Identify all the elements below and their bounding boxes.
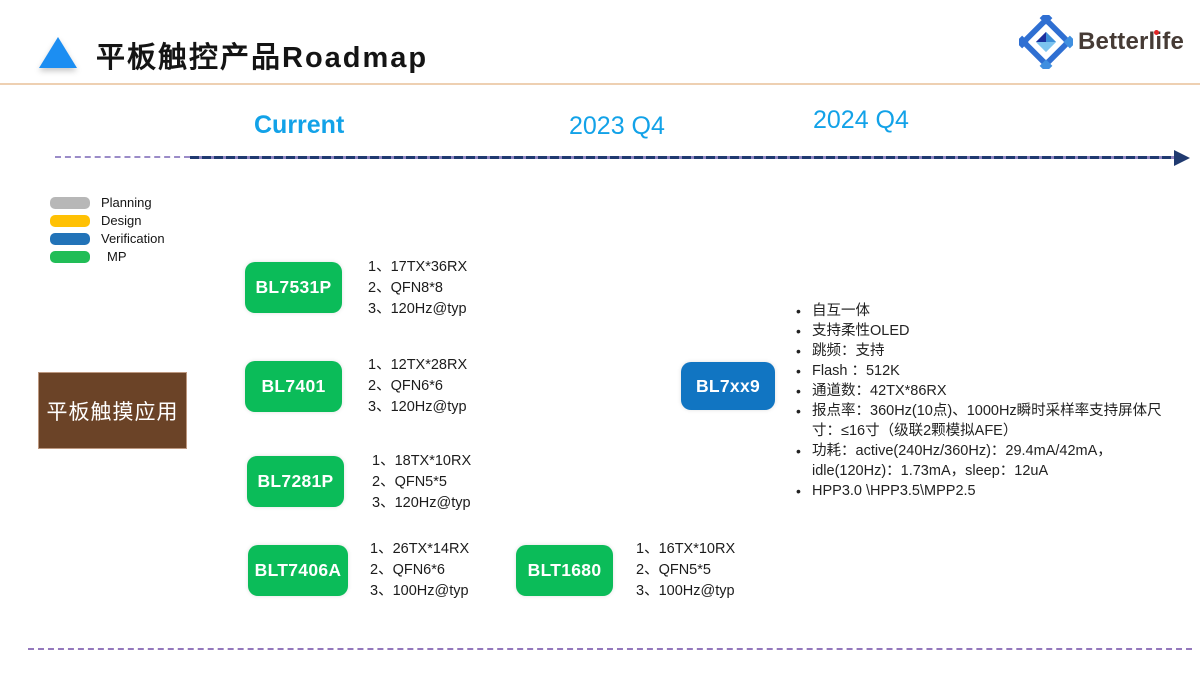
betterlife-logo: Betterlife xyxy=(1019,15,1184,69)
spec-line: 1、18TX*10RX xyxy=(372,453,472,469)
product-chip-blt1680: BLT1680 xyxy=(516,545,613,596)
legend-swatch-design xyxy=(50,214,90,227)
legend-swatch-planning xyxy=(50,196,90,209)
timeline-label-2023q4: 2023 Q4 xyxy=(569,112,665,140)
timeline-axis xyxy=(190,156,1176,159)
spec-line: 1、12TX*28RX xyxy=(368,357,468,373)
feature-item: Flash ：512K xyxy=(793,361,1181,381)
feature-item: 通道数：42TX*86RX xyxy=(793,381,1181,401)
header: 平板触控产品Roadmap Betterlife xyxy=(0,0,1200,85)
product-chip-bl7531p: BL7531P xyxy=(245,262,342,313)
spec-line: 2、QFN5*5 xyxy=(372,474,447,490)
timeline-arrowhead-icon xyxy=(1174,150,1190,166)
legend-item-verification: Verification xyxy=(50,231,165,246)
feature-item: 跳频：支持 xyxy=(793,341,1181,361)
spec-line: 3、100Hz@typ xyxy=(370,583,469,599)
page-title: 平板触控产品Roadmap xyxy=(96,42,429,74)
spec-line: 1、16TX*10RX xyxy=(636,541,736,557)
spec-list-blt1680: 1、16TX*10RX 2、QFN5*5 3、100Hz@typ xyxy=(636,539,735,602)
legend-item-design: Design xyxy=(50,213,165,228)
spec-list-blt7406a: 1、26TX*14RX 2、QFN6*6 3、100Hz@typ xyxy=(370,539,469,602)
legend-label: Planning xyxy=(101,195,152,210)
feature-item: 自互一体 xyxy=(793,301,1181,321)
legend-label: Verification xyxy=(101,231,165,246)
product-chip-bl7xx9: BL7xx9 xyxy=(681,362,775,410)
logo-diamond-icon xyxy=(1019,15,1073,69)
timeline-lead-dashes xyxy=(55,156,190,158)
category-box: 平板触摸应用 xyxy=(38,372,187,449)
spec-list-bl7531p: 1、17TX*36RX 2、QFN8*8 3、120Hz@typ xyxy=(368,257,467,320)
feature-item: HPP3.0 \HPP3.5\MPP2.5 xyxy=(793,481,1181,501)
legend-item-planning: Planning xyxy=(50,195,165,210)
legend-label: MP xyxy=(107,249,127,264)
spec-line: 1、26TX*14RX xyxy=(370,541,470,557)
timeline-label-current: Current xyxy=(254,111,345,139)
spec-line: 3、120Hz@typ xyxy=(368,399,467,415)
spec-line: 3、120Hz@typ xyxy=(368,301,467,317)
spec-line: 2、QFN6*6 xyxy=(368,378,443,394)
legend: Planning Design Verification MP xyxy=(50,195,165,264)
product-chip-bl7401: BL7401 xyxy=(245,361,342,412)
spec-line: 2、QFN5*5 xyxy=(636,562,711,578)
legend-swatch-verification xyxy=(50,232,90,245)
spec-line: 3、100Hz@typ xyxy=(636,583,735,599)
bottom-dashed-divider xyxy=(28,648,1192,650)
legend-swatch-mp xyxy=(50,250,90,263)
feature-list-bl7xx9: 自互一体 支持柔性OLED 跳频：支持 Flash ：512K 通道数：42TX… xyxy=(793,301,1181,501)
feature-item: 支持柔性OLED xyxy=(793,321,1181,341)
product-chip-blt7406a: BLT7406A xyxy=(248,545,348,596)
legend-label: Design xyxy=(101,213,142,228)
logo-text: Betterlife xyxy=(1078,28,1185,55)
category-label: 平板触摸应用 xyxy=(46,400,179,424)
spec-list-bl7281p: 1、18TX*10RX 2、QFN5*5 3、120Hz@typ xyxy=(372,451,471,514)
feature-item: 报点率：360Hz(10点)、1000Hz瞬时采样率支持屏体尺寸：≤16寸（级联… xyxy=(793,401,1181,441)
timeline-label-2024q4: 2024 Q4 xyxy=(813,106,909,134)
spec-line: 2、QFN6*6 xyxy=(370,562,445,578)
product-chip-bl7281p: BL7281P xyxy=(247,456,344,507)
spec-list-bl7401: 1、12TX*28RX 2、QFN6*6 3、120Hz@typ xyxy=(368,355,467,418)
triangle-logo-icon xyxy=(39,37,77,68)
spec-line: 1、17TX*36RX xyxy=(368,259,468,275)
spec-line: 2、QFN8*8 xyxy=(368,280,443,296)
legend-item-mp: MP xyxy=(50,249,165,264)
spec-line: 3、120Hz@typ xyxy=(372,495,471,511)
feature-item: 功耗：active(240Hz/360Hz)：29.4mA/42mA，idle(… xyxy=(793,441,1181,481)
